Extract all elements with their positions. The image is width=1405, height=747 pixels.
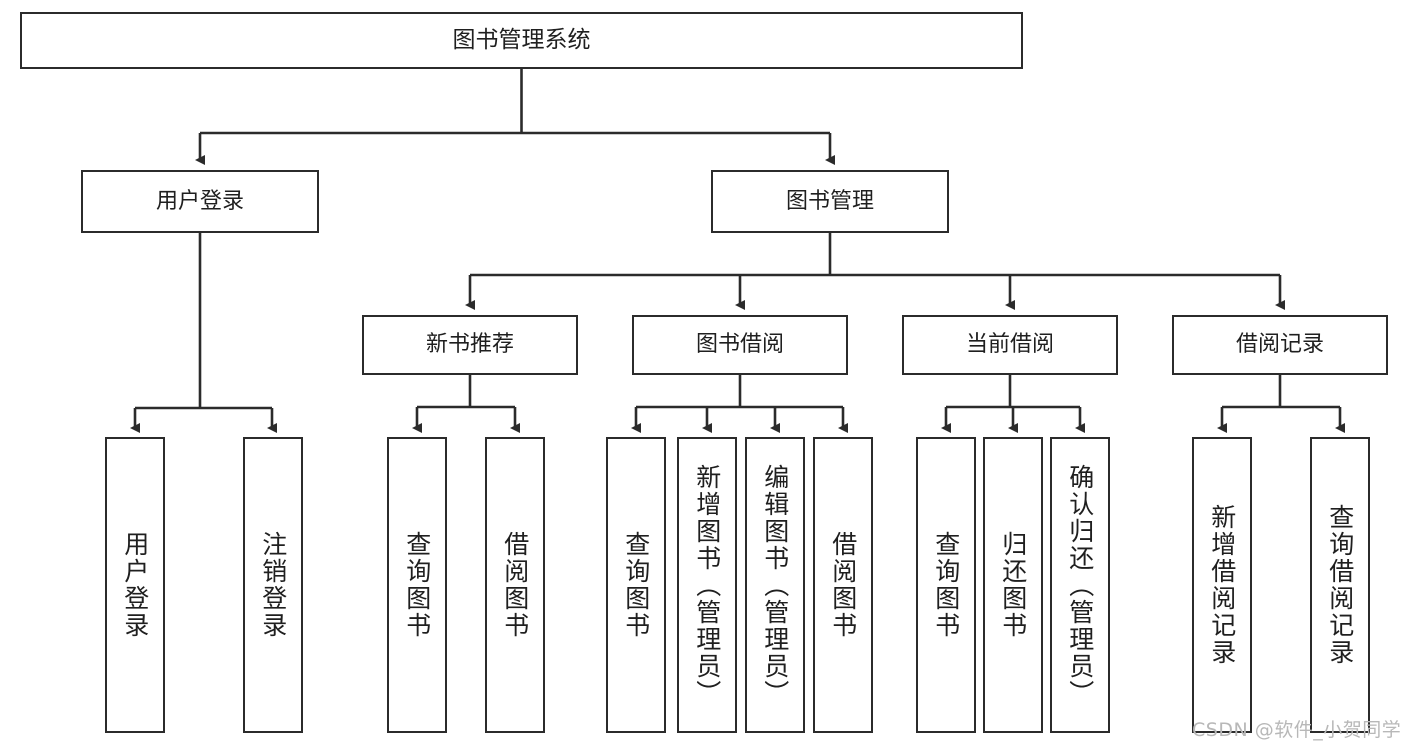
leaf-add-book-admin[interactable]: 新增图书（管理员） — [677, 437, 737, 733]
node-borrow-record[interactable]: 借阅记录 — [1172, 315, 1388, 375]
node-user-login[interactable]: 用户登录 — [81, 170, 319, 233]
leaf-logout-label: 注销登录 — [258, 531, 288, 639]
watermark-text: CSDN @软件_小贺同学 — [1192, 719, 1402, 741]
node-book-borrow-label: 图书借阅 — [695, 332, 784, 358]
leaf-query-book[interactable]: 查询图书 — [606, 437, 666, 733]
node-new-book-recommend-label: 新书推荐 — [425, 332, 514, 358]
leaf-return-book[interactable]: 归还图书 — [983, 437, 1043, 733]
leaf-edit-book-admin-label: 编辑图书（管理员） — [760, 463, 790, 707]
leaf-query-book-label: 查询图书 — [621, 531, 651, 639]
leaf-query-book-recommend-label: 查询图书 — [402, 531, 432, 639]
leaf-query-book-current-label: 查询图书 — [931, 531, 961, 639]
leaf-borrow-book-recommend[interactable]: 借阅图书 — [485, 437, 545, 733]
node-borrow-record-label: 借阅记录 — [1235, 332, 1324, 358]
node-user-login-label: 用户登录 — [155, 188, 244, 214]
node-current-borrow[interactable]: 当前借阅 — [902, 315, 1118, 375]
leaf-user-login-label: 用户登录 — [120, 531, 150, 639]
leaf-add-book-admin-label: 新增图书（管理员） — [692, 463, 722, 707]
node-root-label: 图书管理系统 — [452, 26, 591, 53]
node-book-management-label: 图书管理 — [785, 188, 874, 214]
leaf-user-login[interactable]: 用户登录 — [105, 437, 165, 733]
leaf-add-borrow-record[interactable]: 新增借阅记录 — [1192, 437, 1252, 733]
leaf-borrow-book[interactable]: 借阅图书 — [813, 437, 873, 733]
leaf-logout[interactable]: 注销登录 — [243, 437, 303, 733]
node-new-book-recommend[interactable]: 新书推荐 — [362, 315, 578, 375]
leaf-borrow-book-recommend-label: 借阅图书 — [500, 531, 530, 639]
leaf-confirm-return-admin-label: 确认归还（管理员） — [1065, 463, 1095, 707]
leaf-query-book-current[interactable]: 查询图书 — [916, 437, 976, 733]
leaf-query-borrow-record-label: 查询借阅记录 — [1325, 504, 1355, 666]
leaf-query-book-recommend[interactable]: 查询图书 — [387, 437, 447, 733]
leaf-edit-book-admin[interactable]: 编辑图书（管理员） — [745, 437, 805, 733]
node-current-borrow-label: 当前借阅 — [965, 332, 1054, 358]
leaf-return-book-label: 归还图书 — [998, 531, 1028, 639]
leaf-borrow-book-label: 借阅图书 — [828, 531, 858, 639]
node-book-borrow[interactable]: 图书借阅 — [632, 315, 848, 375]
leaf-add-borrow-record-label: 新增借阅记录 — [1207, 504, 1237, 666]
node-book-management[interactable]: 图书管理 — [711, 170, 949, 233]
node-root[interactable]: 图书管理系统 — [20, 12, 1023, 69]
leaf-query-borrow-record[interactable]: 查询借阅记录 — [1310, 437, 1370, 733]
leaf-confirm-return-admin[interactable]: 确认归还（管理员） — [1050, 437, 1110, 733]
